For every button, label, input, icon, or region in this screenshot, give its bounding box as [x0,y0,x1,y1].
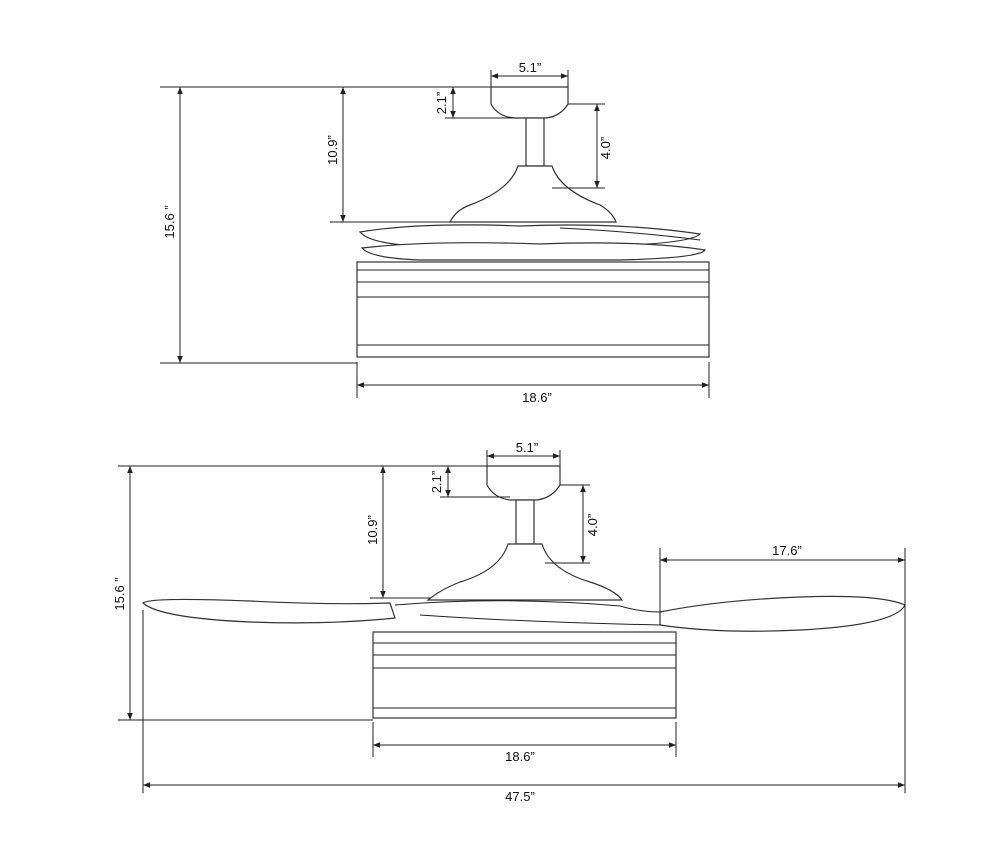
folded-blades [358,224,706,261]
ceiling-to-blades-label: 10.9” [365,515,380,545]
canopy-height-label: 2.1” [429,471,444,493]
light-kit-body [356,261,710,358]
ceiling-to-blades-label: 10.9” [325,135,340,165]
canopy-width-label: 5.1” [516,440,538,455]
downrod-length-label: 4.0” [598,137,613,159]
motor-housing [449,165,617,223]
canopy [490,86,569,119]
fan-blades [142,595,906,632]
canopy-height-label: 2.1” [434,92,449,114]
overall-height-label: 15.6 ” [112,577,127,610]
light-kit-body [372,631,677,719]
folded-fan-view: 5.1” 2.1” 4.0” 10.9” 15.6 ” 18.6” [160,60,710,405]
downrod-length-label: 4.0” [585,514,600,536]
canopy-width-label: 5.1” [519,60,541,75]
right-blade [659,595,906,632]
overall-height-label: 15.6 ” [162,205,177,238]
left-blade [142,598,396,624]
body-width-label: 18.6” [505,749,535,764]
canopy [486,465,561,501]
downrod [515,499,535,545]
open-fan-view: 5.1” 2.1” 4.0” 10.9” 15.6 ” 17.6” 18.6” … [112,440,906,804]
blade-length-label: 17.6” [772,543,802,558]
overall-span-label: 47.5” [505,789,535,804]
motor-housing [426,543,624,601]
downrod [525,117,545,167]
body-width-label: 18.6” [522,390,552,405]
